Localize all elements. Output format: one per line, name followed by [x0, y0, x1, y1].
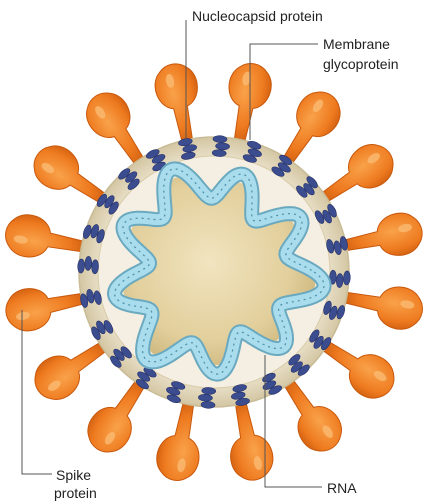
label-membrane-line1: Membrane — [323, 36, 390, 52]
label-spike-line1: Spike — [56, 467, 91, 483]
label-spike-line2: protein — [54, 485, 97, 501]
spike-protein-icon — [2, 211, 92, 268]
label-membrane-line2: glycoprotein — [323, 56, 399, 72]
label-rna: RNA — [327, 480, 357, 496]
spike-protein-icon — [153, 394, 210, 484]
spike-protein-icon — [218, 60, 275, 150]
label-nucleocapsid-protein: Nucleocapsid protein — [192, 8, 323, 24]
spike-protein-icon — [336, 276, 426, 333]
